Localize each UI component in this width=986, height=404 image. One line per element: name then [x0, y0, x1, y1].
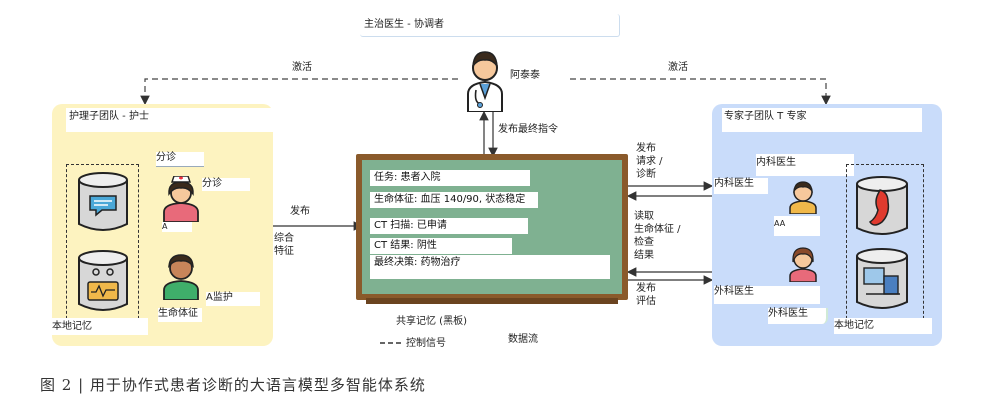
xray-db-icon — [854, 246, 910, 312]
coordinator-title: 主治医生 - 协调者 — [360, 14, 620, 37]
doctor-avatar — [462, 46, 508, 113]
nurse-a-label: A — [162, 222, 192, 232]
surgeon-label-1: 外科医生 — [714, 286, 820, 304]
board-line-decision: 最终决策: 药物治疗 — [370, 255, 610, 279]
legend-control-label: 控制信号 — [406, 338, 446, 349]
stomach-db-icon — [854, 174, 910, 238]
command-label: 发布最终指令 — [498, 124, 558, 135]
internist-aa-label: AA — [774, 216, 820, 236]
legend-data-label: 数据流 — [508, 334, 538, 345]
vital-signs-label: 生命体征 — [158, 308, 202, 322]
vitals-nurse-avatar — [160, 252, 202, 301]
legend-data-box — [542, 334, 602, 348]
nursing-team-title: 护理子团队 - 护士 — [66, 108, 277, 132]
internal-medicine-label-2: 内科医生 — [714, 178, 768, 194]
monitor-db-icon — [76, 248, 130, 314]
expert-team-title: 专家子团队 T 专家 — [722, 108, 922, 132]
surgeon-label-2: 外科医生 — [768, 308, 828, 324]
publish-request-label: 发布 请求 / 诊断 — [636, 143, 663, 180]
surgeon-avatar — [788, 246, 818, 283]
triage-label-2: 分诊 — [202, 178, 250, 191]
doctor-name: 阿泰泰 — [510, 70, 540, 81]
triage-nurse-avatar — [160, 175, 202, 223]
board-line-ct-scan: CT 扫描: 已申请 — [370, 218, 528, 234]
board-line-vitals: 生命体征: 血压 140/90, 状态稳定 — [370, 192, 538, 208]
activate-left-arrow — [140, 78, 458, 106]
internist-avatar — [788, 180, 818, 215]
triage-label-1: 分诊 — [156, 152, 204, 167]
monitor-label: A监护 — [206, 292, 260, 306]
blackboard-caption: 共享记忆 (黑板) — [396, 316, 467, 327]
activate-right-arrow — [570, 78, 831, 106]
activate-left-label: 激活 — [292, 62, 312, 73]
nursing-memory-label: 本地记忆 — [52, 318, 148, 335]
figure-caption: 图 2 | 用于协作式患者诊断的大语言模型多智能体系统 — [40, 376, 426, 394]
internal-medicine-label-1: 内科医生 — [756, 154, 854, 176]
board-line-ct-result: CT 结果: 阴性 — [370, 238, 512, 254]
publish-assess-label: 发布 评估 — [636, 283, 656, 307]
read-label: 读取 生命体征 / 检查 结果 — [634, 211, 681, 261]
expert-memory-label: 本地记忆 — [834, 318, 932, 334]
publish-label: 发布 — [290, 206, 310, 217]
board-line-task: 任务: 患者入院 — [370, 170, 530, 186]
doctor-name-box — [547, 76, 550, 90]
synthesize-label: 综合 特征 — [274, 233, 294, 257]
chat-db-icon — [76, 170, 130, 234]
activate-right-label: 激活 — [668, 62, 688, 73]
blackboard-stand — [366, 298, 618, 304]
